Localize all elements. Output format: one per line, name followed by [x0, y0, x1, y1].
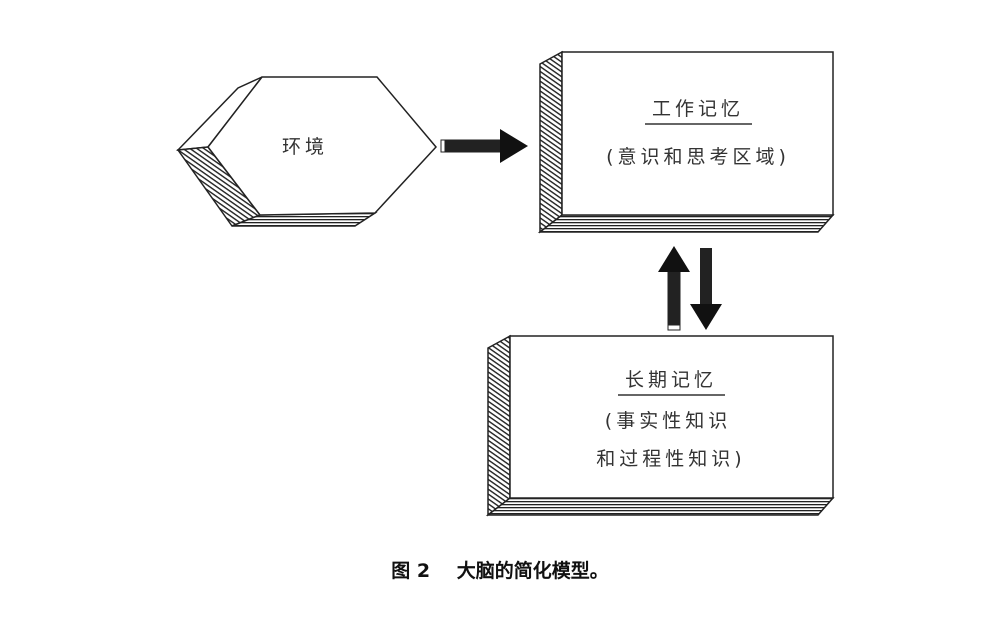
long-term-memory-box: 长期记忆 (事实性知识 和过程性知识) [485, 334, 835, 517]
long-term-memory-line2: 和过程性知识) [596, 448, 745, 470]
working-memory-title: 工作记忆 [652, 98, 744, 120]
environment-hexagon: 环境 [176, 76, 438, 227]
figure-caption-text: 大脑的简化模型。 [456, 560, 609, 582]
long-term-memory-line1: (事实性知识 [605, 410, 731, 432]
long-term-memory-title: 长期记忆 [625, 369, 717, 391]
arrow-down-icon [690, 248, 722, 330]
environment-label: 环境 [282, 136, 328, 158]
figure-caption: 图 2 大脑的简化模型。 [0, 556, 1000, 583]
arrow-right-icon [440, 129, 528, 163]
working-memory-box: 工作记忆 (意识和思考区域) [537, 50, 835, 234]
figure-number: 图 2 [391, 560, 431, 582]
working-memory-subtitle: (意识和思考区域) [606, 146, 790, 168]
arrow-up-icon [658, 246, 690, 331]
